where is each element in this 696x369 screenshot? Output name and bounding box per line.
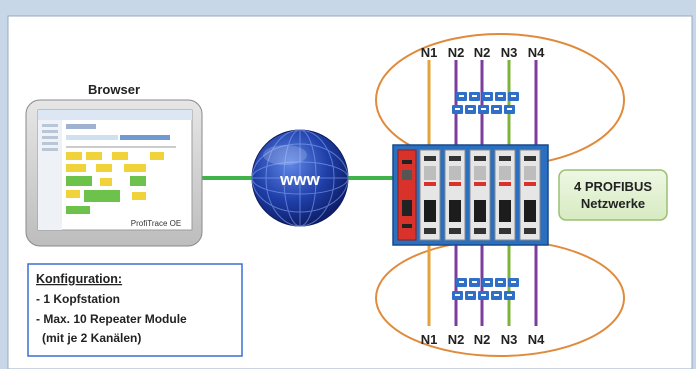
repeater-module-5 bbox=[519, 149, 541, 241]
browser-label: Browser bbox=[88, 82, 140, 97]
top-label-n4: N4 bbox=[528, 45, 545, 60]
head-station bbox=[397, 149, 417, 241]
repeater-module-1 bbox=[419, 149, 441, 241]
www-label: www bbox=[279, 170, 320, 189]
badge-line-1: 4 PROFIBUS bbox=[574, 179, 652, 194]
repeater-module-3 bbox=[469, 149, 491, 241]
bottom-label-n2a: N2 bbox=[448, 332, 465, 347]
config-title: Konfiguration: bbox=[36, 272, 122, 286]
top-label-n3: N3 bbox=[501, 45, 518, 60]
bottom-label-n1: N1 bbox=[421, 332, 438, 347]
bottom-label-n3: N3 bbox=[501, 332, 518, 347]
config-box: Konfiguration: - 1 Kopfstation - Max. 10… bbox=[27, 263, 243, 357]
profibus-logo-top bbox=[452, 92, 519, 114]
config-line-2: - Max. 10 Repeater Module bbox=[36, 312, 187, 326]
repeater-module-4 bbox=[494, 149, 516, 241]
top-label-n1: N1 bbox=[421, 45, 438, 60]
globe-icon: www bbox=[251, 129, 349, 227]
top-network-labels: N1 N2 N2 N3 N4 bbox=[421, 45, 545, 60]
repeater-rack bbox=[392, 144, 549, 246]
bottom-network-labels: N1 N2 N2 N3 N4 bbox=[421, 332, 545, 347]
profibus-networks-badge: 4 PROFIBUS Netzwerke bbox=[558, 169, 668, 221]
browser-laptop-icon: ProfiTrace OE bbox=[25, 99, 203, 247]
top-label-n2b: N2 bbox=[474, 45, 491, 60]
profibus-logo-bottom bbox=[452, 278, 519, 300]
browser-app-caption: ProfiTrace OE bbox=[131, 219, 181, 228]
top-label-n2a: N2 bbox=[448, 45, 465, 60]
bottom-label-n2b: N2 bbox=[474, 332, 491, 347]
repeater-module-2 bbox=[444, 149, 466, 241]
bottom-label-n4: N4 bbox=[528, 332, 545, 347]
badge-line-2: Netzwerke bbox=[581, 196, 645, 211]
config-line-3: (mit je 2 Kanälen) bbox=[42, 331, 141, 345]
config-line-1: - 1 Kopfstation bbox=[36, 292, 120, 306]
